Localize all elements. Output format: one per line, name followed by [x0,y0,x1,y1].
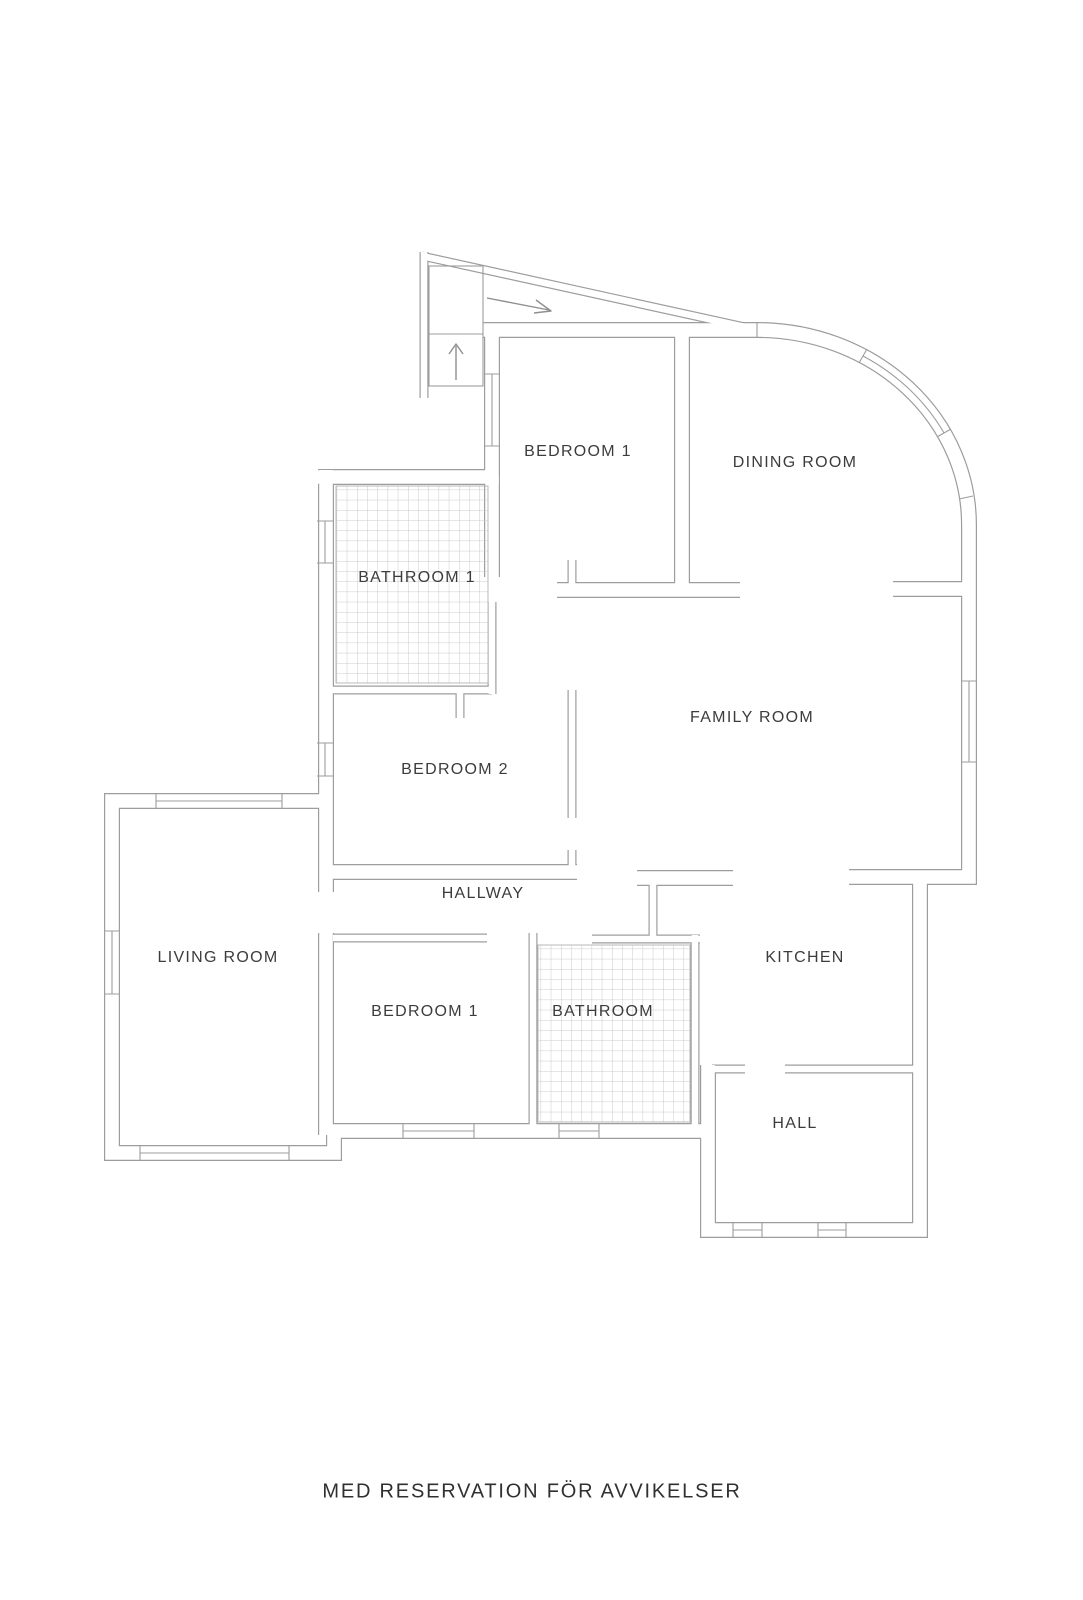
room-label-bathroom1: BATHROOM 1 [358,569,476,586]
entry-direction-arrow-icon [486,297,552,314]
room-label-bedroom1-bottom: BEDROOM 1 [371,1003,479,1020]
room-label-bedroom2: BEDROOM 2 [401,761,509,778]
room-label-family-room: FAMILY ROOM [690,709,814,726]
bathroom-bottom-tile-floor [537,944,691,1123]
room-label-kitchen: KITCHEN [765,949,845,966]
room-label-hallway: HALLWAY [441,885,525,902]
stairs-up-arrow-icon [448,343,464,380]
room-label-bathroom-bottom: BATHROOM [552,1003,654,1020]
room-label-bedroom1-top: BEDROOM 1 [524,443,632,460]
room-label-dining-room: DINING ROOM [732,454,858,471]
windows-layer [104,322,977,1238]
bathroom1-tile-floor [335,485,489,684]
room-label-living-room: LIVING ROOM [157,949,279,966]
staircase [428,265,484,387]
room-label-hall: HALL [772,1115,818,1132]
disclaimer-caption: MED RESERVATION FÖR AVVIKELSER [322,1480,742,1503]
